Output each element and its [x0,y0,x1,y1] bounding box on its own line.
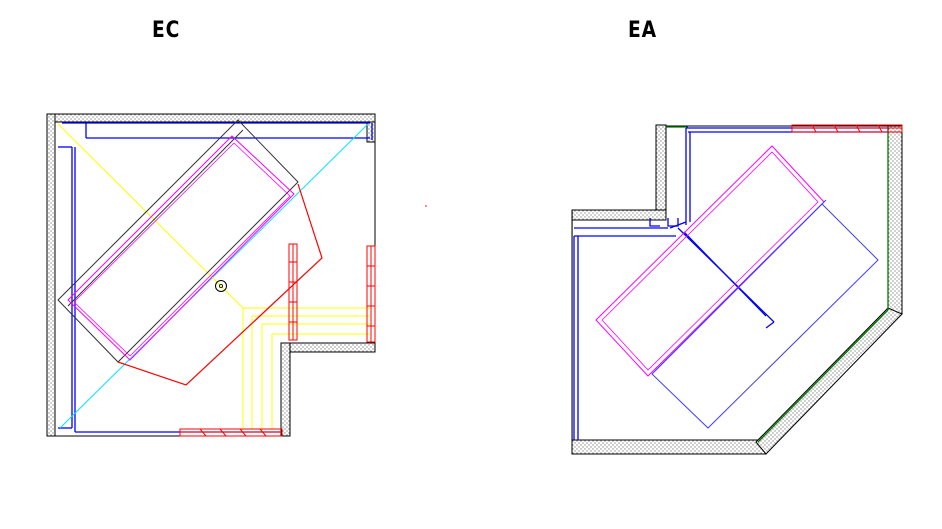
ec-yellow-corridor [242,307,370,430]
ec-dark-rotated-rect [57,119,299,363]
ec-red-window-vertical-right [366,245,376,343]
ea-green-lines [666,126,889,443]
ec-red-outline [117,183,323,386]
ec-red-window-vertical-left [288,243,298,341]
ea-magenta-rotated-rect [595,145,825,377]
ea-wall-bottom [571,439,767,455]
ea-walls [571,124,903,455]
ea-magenta-inner-rect [601,151,819,371]
plan-ec [46,113,376,437]
ec-blue-lines [58,122,373,433]
ea-wall-diagonal [755,307,903,455]
ec-walls [46,113,376,437]
ec-red-window-horizontal [179,428,283,437]
plan-title-ec: EC [152,18,181,43]
ec-wall-inner-vertical [280,342,291,437]
ec-wall-left [46,113,56,437]
ec-magenta-inner-rect [73,142,291,357]
ea-blue-lines [573,127,888,440]
ec-wall-inner-horizontal [280,342,376,353]
plan-ea [571,124,903,455]
ea-wall-right [887,125,903,315]
ea-wall-horizontal-upper [571,209,667,221]
ec-center-dot [218,283,223,288]
ec-yellow-diagonal [57,123,244,309]
ec-wall-right-upper [366,121,376,143]
ec-cyan-diagonal [59,123,369,429]
ec-wall-top [46,113,376,123]
plan-title-ea: EA [628,18,657,43]
ec-dark-inner-line [67,129,244,307]
stray-mark [425,205,427,207]
ec-center-circle [215,280,227,292]
ea-blue-divider [655,199,827,371]
ea-wall-left-upper [655,124,667,216]
ec-magenta-rotated-rect [67,135,295,361]
ea-red-window [791,124,903,133]
